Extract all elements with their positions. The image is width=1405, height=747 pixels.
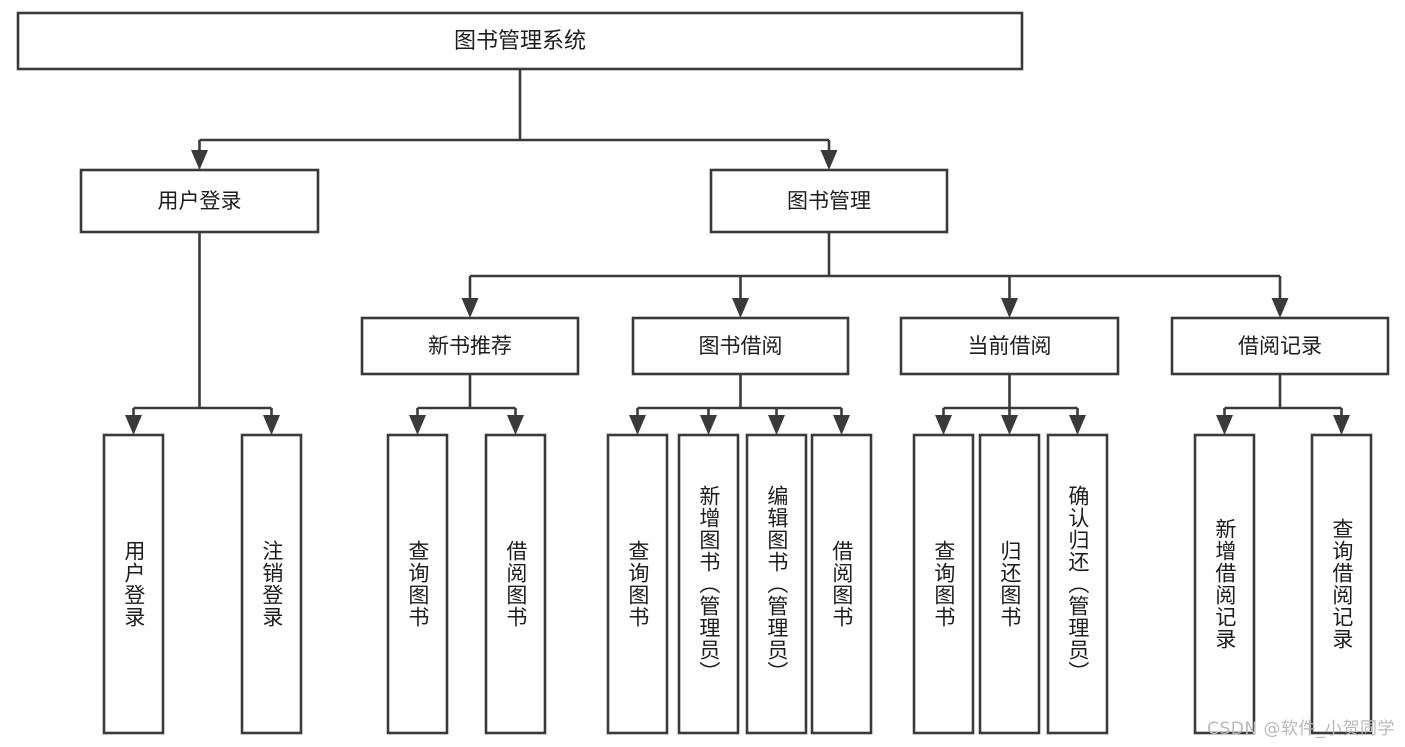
arrow-head-icon [768,415,785,435]
node-level3-图书借阅[interactable]: 图书借阅 [631,316,850,376]
node-leaf-确认归还管理员-10[interactable] [1046,433,1109,735]
node-level3-当前借阅-label: 当前借阅 [968,334,1052,358]
node-leaf-查询借阅记录-12-rect[interactable] [1310,433,1373,735]
node-level3-借阅记录-rect[interactable] [1170,316,1390,376]
node-leaf-编辑图书管理员-6[interactable] [745,433,808,735]
node-level2-用户登录-label: 用户登录 [158,189,242,213]
watermark-text: CSDN @软件_小贺同学 [1207,719,1395,739]
node-level3-图书借阅-rect[interactable] [631,316,850,376]
node-leaf-编辑图书管理员-6-rect[interactable] [745,433,808,735]
node-leaf-查询图书-2[interactable] [386,433,449,735]
node-leaf-借阅图书-7[interactable] [810,433,873,735]
arrow-head-icon [629,415,646,435]
node-leaf-查询图书-4[interactable] [606,433,669,735]
node-root-图书管理系统[interactable]: 图书管理系统 [16,11,1024,71]
node-leaf-归还图书-9[interactable] [978,433,1041,735]
node-level2-用户登录-rect[interactable] [79,168,320,234]
arrow-head-icon [833,415,850,435]
node-leaf-查询图书-8-rect[interactable] [912,433,975,735]
node-leaf-借阅图书-7-rect[interactable] [810,433,873,735]
arrow-head-icon [935,415,952,435]
edges-layer [125,69,1350,435]
node-level3-借阅记录[interactable]: 借阅记录 [1170,316,1390,376]
node-level3-新书推荐[interactable]: 新书推荐 [360,316,580,376]
arrow-head-icon [1001,298,1018,318]
node-leaf-新增借阅记录-11[interactable] [1193,433,1256,735]
arrow-head-icon [1216,415,1233,435]
node-level3-图书借阅-label: 图书借阅 [699,334,783,358]
node-leaf-借阅图书-3-rect[interactable] [484,433,547,735]
node-leaf-新增借阅记录-11-rect[interactable] [1193,433,1256,735]
node-level3-当前借阅[interactable]: 当前借阅 [899,316,1120,376]
node-level3-新书推荐-rect[interactable] [360,316,580,376]
node-leaf-确认归还管理员-10-rect[interactable] [1046,433,1109,735]
node-level2-用户登录[interactable]: 用户登录 [79,168,320,234]
node-leaf-注销登录-1-rect[interactable] [240,433,303,735]
arrow-head-icon [1333,415,1350,435]
node-root-图书管理系统-rect[interactable] [16,11,1024,71]
node-leaf-用户登录-0[interactable] [102,433,165,735]
arrow-head-icon [263,415,280,435]
arrow-head-icon [1001,415,1018,435]
arrow-head-icon [409,415,426,435]
arrow-head-icon [507,415,524,435]
arrow-head-icon [1069,415,1086,435]
arrow-head-icon [820,150,838,170]
node-root-图书管理系统-label: 图书管理系统 [454,29,586,54]
node-level2-图书管理-label: 图书管理 [787,189,871,213]
node-leaf-查询图书-2-rect[interactable] [386,433,449,735]
node-level3-新书推荐-label: 新书推荐 [428,334,512,358]
node-leaf-借阅图书-3[interactable] [484,433,547,735]
arrow-head-icon [461,298,479,318]
node-level2-图书管理[interactable]: 图书管理 [709,168,949,234]
arrow-head-icon [1271,298,1289,318]
node-leaf-注销登录-1[interactable] [240,433,303,735]
node-level3-借阅记录-label: 借阅记录 [1238,334,1322,358]
node-level3-当前借阅-rect[interactable] [899,316,1120,376]
arrow-head-icon [732,298,749,318]
arrow-head-icon [125,415,142,435]
arrow-head-icon [700,415,717,435]
node-leaf-新增图书管理员-5-rect[interactable] [677,433,740,735]
node-leaf-查询图书-4-rect[interactable] [606,433,669,735]
node-level2-图书管理-rect[interactable] [709,168,949,234]
node-leaf-归还图书-9-rect[interactable] [978,433,1041,735]
node-leaf-新增图书管理员-5[interactable] [677,433,740,735]
node-leaf-查询图书-8[interactable] [912,433,975,735]
node-leaf-查询借阅记录-12[interactable] [1310,433,1373,735]
arrow-head-icon [191,150,208,170]
node-leaf-用户登录-0-rect[interactable] [102,433,165,735]
